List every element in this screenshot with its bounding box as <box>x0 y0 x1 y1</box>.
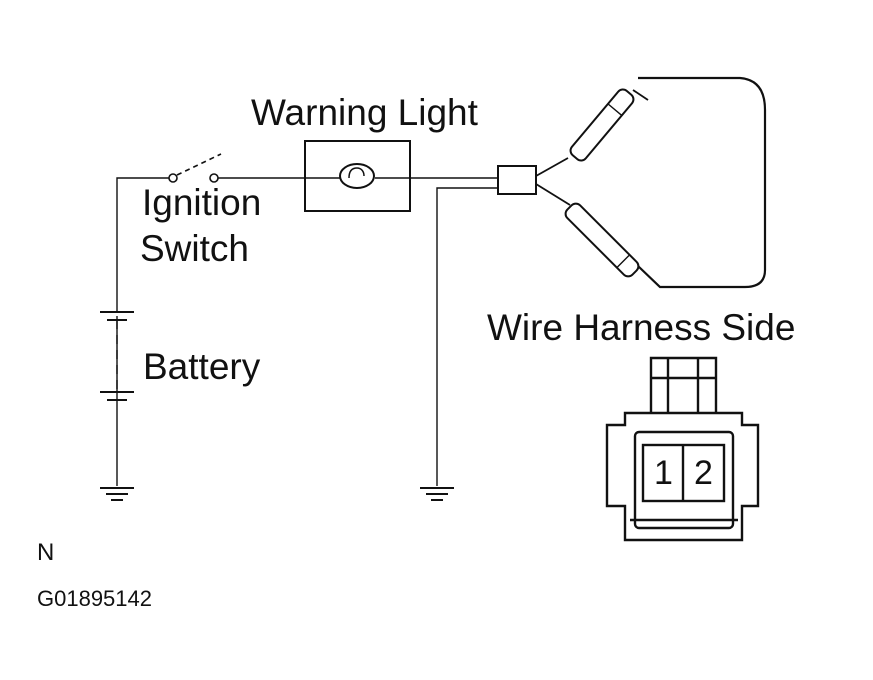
ignition-switch-label-line2: Switch <box>140 228 249 269</box>
warning-light-label: Warning Light <box>251 92 478 133</box>
wire-left-vertical <box>116 177 170 312</box>
corner-letter: N <box>37 539 55 566</box>
ground-symbol-right <box>420 487 454 501</box>
figure-code: G01895142 <box>37 586 152 611</box>
ignition-switch-label-line1: Ignition <box>142 182 262 223</box>
wire-ground-right <box>436 187 498 486</box>
battery-symbol <box>100 311 134 401</box>
warning-light-symbol <box>304 140 411 212</box>
sensor-assembly <box>497 76 767 289</box>
battery-label: Battery <box>143 346 261 387</box>
connector-pin-2: 2 <box>694 454 713 492</box>
connector-face <box>605 356 760 542</box>
wire-harness-side-label: Wire Harness Side <box>487 307 796 348</box>
connector-pin-1: 1 <box>654 454 673 492</box>
ground-symbol-left <box>100 487 134 501</box>
ignition-switch <box>168 153 222 183</box>
